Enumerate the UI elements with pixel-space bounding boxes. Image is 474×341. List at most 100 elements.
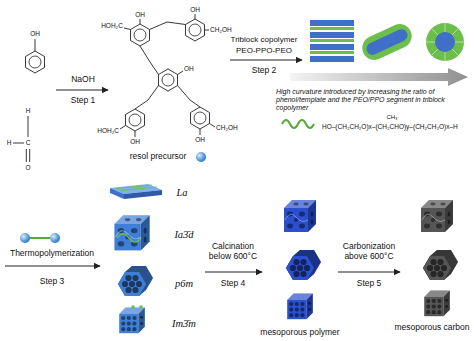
hexagonal-phase [118,266,153,296]
methylene-bridge [135,86,159,110]
cylindrical-micelle [358,20,415,64]
template-sphere [139,305,143,309]
phase-label: Im3̄m [172,318,196,330]
curvature-arrow [290,68,468,86]
bond [200,129,201,135]
carbon-hexagonal [423,250,458,280]
group-label: CH₃ [386,114,397,121]
template-layer [310,51,354,54]
resol-layer [310,32,354,38]
phase-label: La [176,187,187,199]
atom-label: O [25,164,30,171]
atom-label: H [7,139,12,146]
gyroid-phase [114,215,149,250]
group-label: CH₂OH [210,26,232,33]
product-label: mesoporous polymer [260,328,339,338]
polymer-gyroid [284,200,316,232]
bond [13,143,24,144]
lamellar-micelle [310,20,354,62]
phase-label: p6m [175,278,193,290]
bond [28,116,29,137]
group-label: OH [184,65,194,72]
group-label: OH [130,138,140,145]
copolymer-chain [282,120,314,128]
product-label: mesoporous carbon [394,323,469,333]
bond [205,30,210,31]
step-label: Step 3 [40,277,65,287]
atom-label: OH [30,30,40,37]
resol-layer [310,44,354,50]
process-label: Thermopolymerization [10,249,94,259]
group-label: CH₂OH [216,124,238,131]
reaction-arrow [205,271,262,272]
polymer-cubic [287,294,313,320]
group-label: OH [195,136,205,143]
group-label: OH [190,6,200,13]
dumbbell-ball [50,233,60,243]
dumbbell-ball [20,233,30,243]
reagent-label: PEO-PPO-PEO [236,46,292,55]
bond [35,39,36,51]
resol-sphere [196,152,206,162]
resol-layer [310,20,354,26]
phenol-ring [26,51,45,73]
template-layer [310,39,354,42]
spherical-micelle [426,23,464,61]
methylene-bridge [178,86,201,108]
reaction-arrow [56,89,108,90]
methylene-bridge [140,46,159,75]
slab-side [124,190,162,199]
atom-label: C [26,139,31,146]
lamellar-phase [110,184,162,199]
product-label: resol precursor [130,152,187,162]
micelle-chains [426,23,464,61]
methylene-bridge [150,22,186,30]
note-text: High curvature introduced by increasing … [276,88,466,112]
step-label: Step 4 [221,279,246,289]
bond [135,131,136,137]
bond [124,28,131,30]
bond [210,124,216,128]
micelle-core [365,27,410,56]
cubic-phase [119,308,145,334]
resol-ring [186,19,205,41]
double-bond [29,149,30,162]
slab-strands [116,185,157,191]
resol-ring [126,109,145,131]
micelle-shell [426,23,464,61]
bond [195,14,196,19]
group-label: HOH₂C [97,127,119,134]
atom-label: H [26,107,31,114]
resol-ring [191,107,210,129]
resol-ring [131,24,150,46]
step-label: Step 1 [71,96,96,106]
template-sphere [131,305,135,309]
slab-front [110,188,124,199]
bond [120,126,126,130]
carbon-gyroid [421,200,453,232]
reagent-label: Triblock copolymer [231,35,298,44]
step-label: Step 2 [252,66,277,76]
process-label: Calcination below 600°C [202,242,264,262]
polymer-hexagonal [286,250,321,280]
template-layer [310,27,354,30]
bond [140,19,141,24]
phase-label: Ia3̄d [174,229,193,241]
group-label: OH [135,11,145,18]
micelle-shell [358,20,415,64]
step-label: Step 5 [357,279,382,289]
formula-label: HO–(CH₂CH₂O)x–(CH₂CHO)y–(CH₂CH₂O)x–H [322,123,458,130]
process-label: Carbonization above 600°C [335,242,403,262]
reaction-arrow [338,271,400,272]
reaction-arrow [5,265,100,266]
carbon-cubic [424,291,450,317]
resol-layer [310,56,354,62]
double-bond [26,149,27,162]
gyroid-strands [117,234,141,242]
reagent-label: NaOH [71,75,95,85]
resol-ring [159,69,178,91]
reaction-arrow [230,59,302,60]
group-label: HOH₂C [101,22,123,29]
dumbbell-bar [30,237,50,239]
